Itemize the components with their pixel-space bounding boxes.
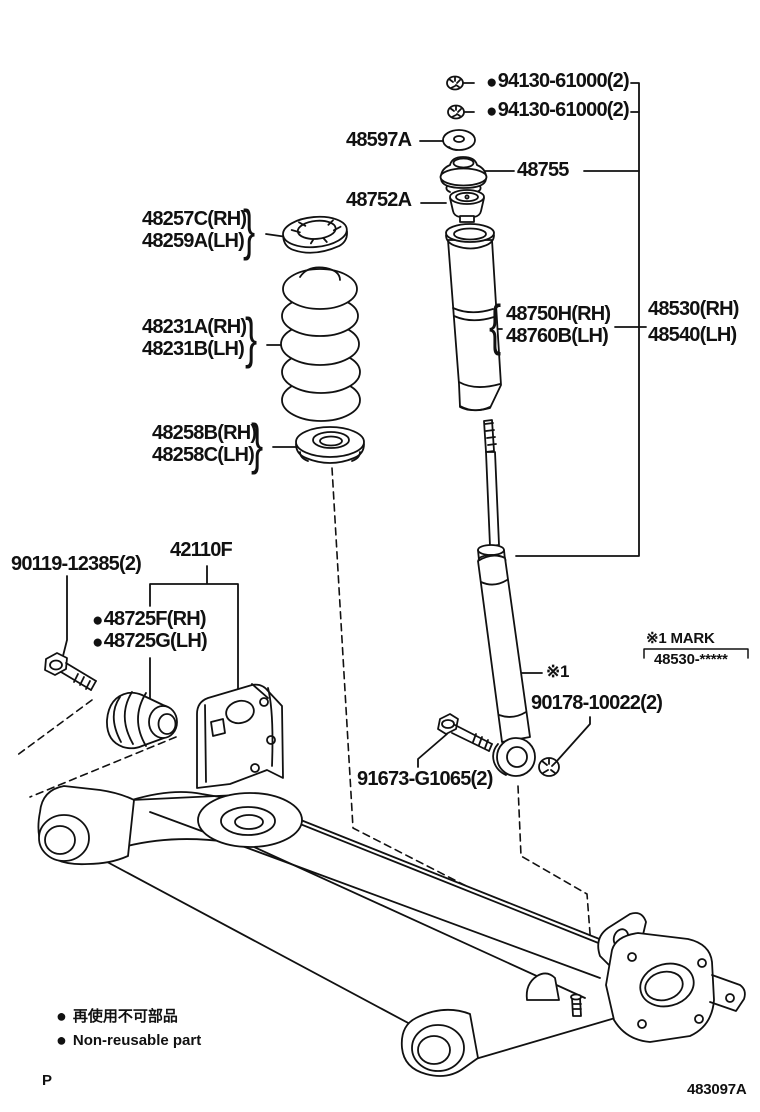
part-label-beam-bolt: 90119-12385(2) <box>11 553 142 575</box>
part-label-mount-nut: 90178-10022(2) <box>531 692 663 714</box>
diagram-code: 483097A <box>687 1081 747 1098</box>
shock-absorber-drawing <box>477 419 536 777</box>
mark-note-value: 48530-***** <box>654 651 728 668</box>
upper-spring-seat-drawing <box>282 215 348 254</box>
part-label-bushing-lh: ●48725G(LH) <box>92 630 208 653</box>
axle-beam-drawing <box>95 791 650 1061</box>
legend-non-reusable-jp: ●再使用不可部品 <box>56 1006 178 1026</box>
part-label-shock-cover-rh: 48750H(RH) <box>506 303 611 325</box>
nut-icon-1 <box>446 75 464 91</box>
lower-insulator-drawing <box>295 426 365 464</box>
non-reusable-bullet: ● <box>56 1030 67 1050</box>
brace: } <box>243 198 256 261</box>
part-label-mount-bolt: 91673-G1065(2) <box>357 768 493 790</box>
support-drawing <box>439 156 488 193</box>
part-label-shock-assy-rh: 48530(RH) <box>648 298 739 320</box>
part-label-lower-insulator-rh: 48258B(RH) <box>152 422 257 444</box>
left-arm-tube-drawing <box>37 785 135 866</box>
part-label-shock-assy-lh: 48540(LH) <box>648 324 737 346</box>
non-reusable-bullet: ● <box>486 72 497 93</box>
bushing-cap-drawing <box>449 189 485 223</box>
mark-note-bracket <box>643 648 749 659</box>
brace: } <box>251 412 264 475</box>
shock-bolt-drawing <box>437 713 493 752</box>
non-reusable-bullet: ● <box>486 101 497 122</box>
page-corner-mark: P <box>42 1072 52 1089</box>
part-label-coil-spring-rh: 48231A(RH) <box>142 316 247 338</box>
part-label-nut-upper-2: ●94130-61000(2) <box>486 99 630 122</box>
coil-spring-drawing <box>280 266 361 422</box>
brace: } <box>245 306 258 369</box>
part-label-nut-upper-1: ●94130-61000(2) <box>486 70 630 93</box>
part-label-bushing-rh: ●48725F(RH) <box>92 608 207 631</box>
nut-icon-2 <box>447 104 465 120</box>
part-label-shock-cover-lh: 48760B(LH) <box>506 325 609 347</box>
spindle-plate-drawing <box>605 932 746 1043</box>
beam-stud-drawing <box>570 993 582 1017</box>
legend-non-reusable-en: ●Non-reusable part <box>56 1030 202 1050</box>
non-reusable-bullet: ● <box>92 632 103 653</box>
non-reusable-bullet: ● <box>92 610 103 631</box>
part-label-cap: 48752A <box>346 189 412 211</box>
part-label-coil-spring-lh: 48231B(LH) <box>142 338 245 360</box>
part-label-support: 48755 <box>517 159 569 181</box>
part-label-upper-seat-lh: 48259A(LH) <box>142 230 245 252</box>
mark-reference: ※1 <box>546 662 570 681</box>
washer-drawing <box>442 129 476 151</box>
spring-seat-dish-drawing <box>197 792 303 848</box>
part-label-upper-seat-rh: 48257C(RH) <box>142 208 247 230</box>
beam-fin-drawing <box>525 972 560 1001</box>
part-label-axle-beam: 42110F <box>170 539 233 561</box>
brace: { <box>489 293 502 356</box>
mount-nut-drawing <box>538 757 560 777</box>
part-label-washer: 48597A <box>346 129 412 151</box>
shock-boot-drawing <box>445 223 502 412</box>
non-reusable-bullet: ● <box>56 1006 67 1026</box>
right-arm-tube-drawing <box>400 1008 479 1077</box>
axle-bracket-drawing <box>196 683 284 789</box>
axle-bolt-drawing <box>44 652 97 691</box>
part-label-lower-insulator-lh: 48258C(LH) <box>152 444 255 466</box>
bushing-drawing <box>106 691 178 750</box>
mark-note-title: ※1 MARK <box>646 630 715 647</box>
